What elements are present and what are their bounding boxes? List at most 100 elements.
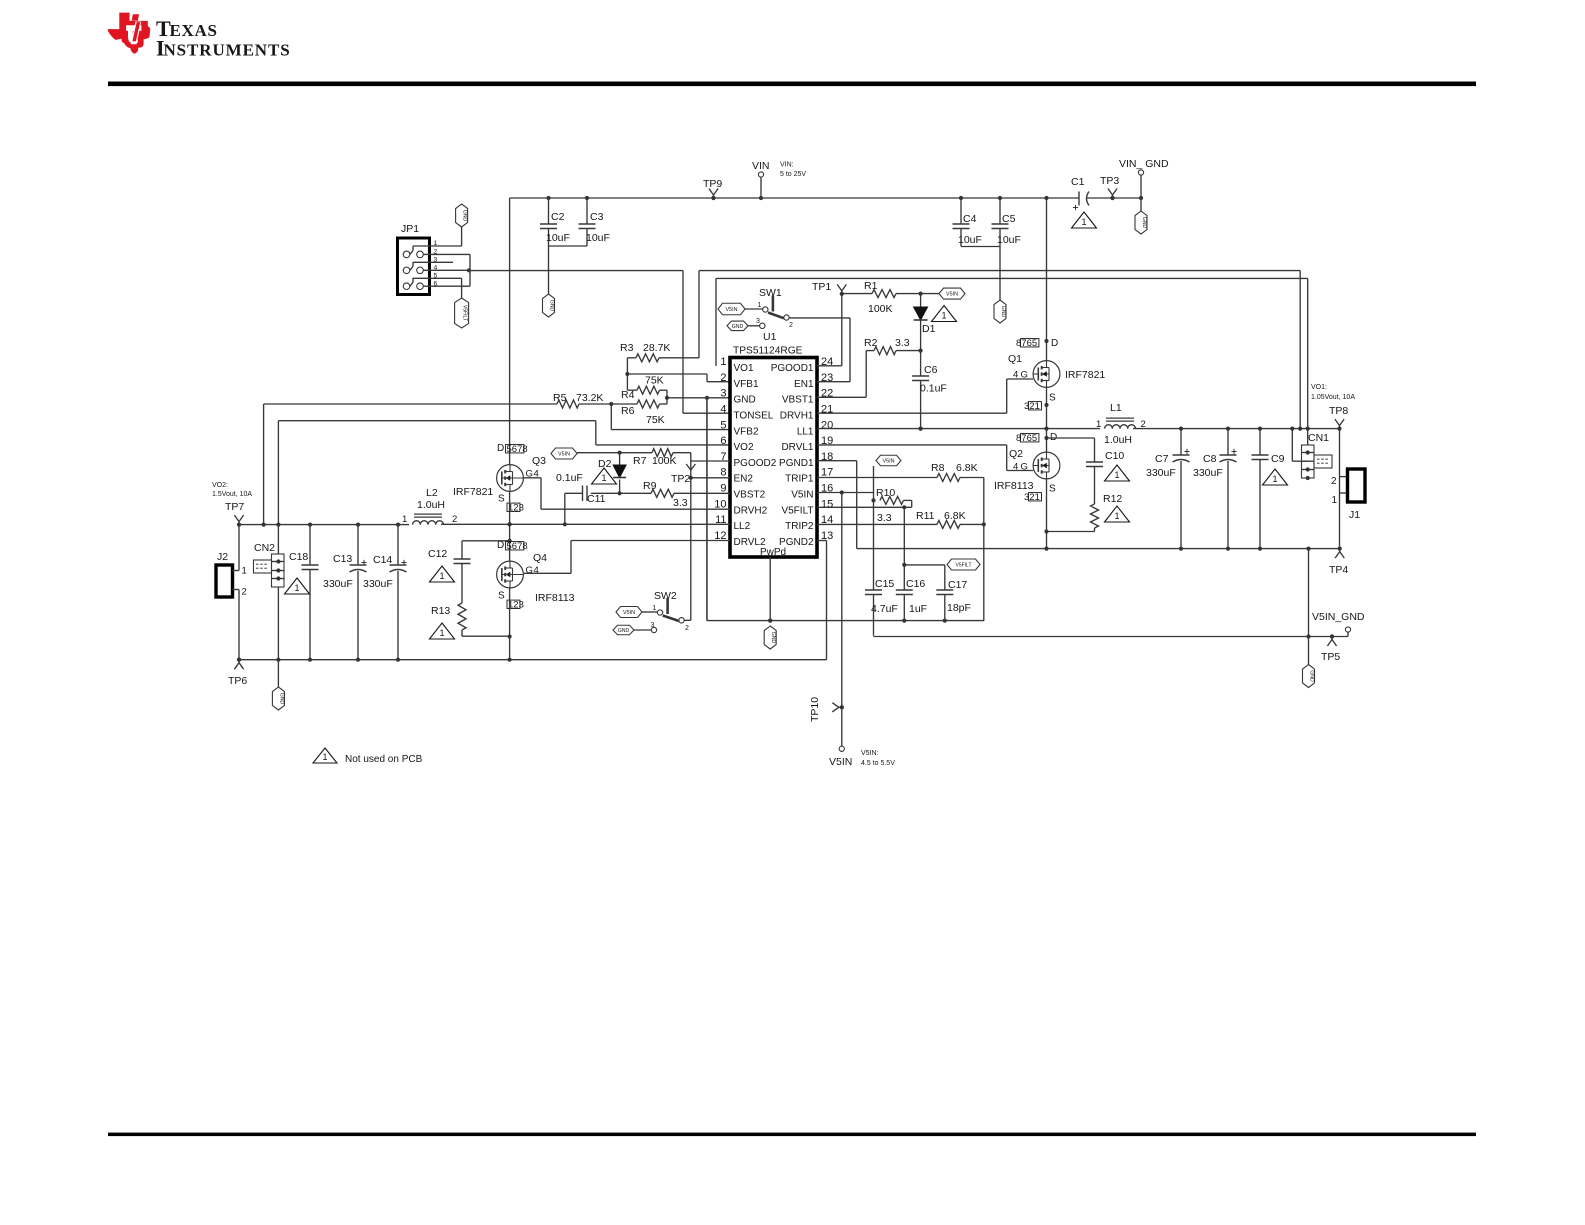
svg-text:G: G <box>526 469 533 480</box>
svg-text:R8: R8 <box>931 462 945 474</box>
svg-text:SW2: SW2 <box>654 590 677 602</box>
svg-text:EXAS: EXAS <box>170 21 218 40</box>
svg-text:TP10: TP10 <box>809 697 821 722</box>
svg-text:330uF: 330uF <box>323 578 353 590</box>
svg-text:GND: GND <box>548 300 554 312</box>
svg-text:4.5 to 5.5V: 4.5 to 5.5V <box>861 760 895 767</box>
svg-text:20: 20 <box>821 419 833 431</box>
svg-text:EN2: EN2 <box>734 474 754 485</box>
svg-text:1: 1 <box>720 356 726 368</box>
svg-text:4: 4 <box>534 469 539 480</box>
svg-text:1uF: 1uF <box>909 603 927 615</box>
svg-text:VBST2: VBST2 <box>734 490 766 501</box>
svg-text:VO1:: VO1: <box>1311 384 1327 391</box>
svg-text:12: 12 <box>714 530 726 542</box>
svg-text:C3: C3 <box>590 211 604 223</box>
svg-text:V5FILT: V5FILT <box>781 505 813 516</box>
svg-text:4: 4 <box>720 404 726 416</box>
svg-text:G: G <box>1021 370 1028 381</box>
svg-text:1: 1 <box>1272 474 1277 484</box>
svg-text:4: 4 <box>1013 462 1018 473</box>
svg-text:17: 17 <box>821 467 833 479</box>
svg-text:TPS51124RGE: TPS51124RGE <box>733 346 803 357</box>
svg-text:R5: R5 <box>553 392 567 404</box>
svg-text:LL1: LL1 <box>797 426 814 437</box>
svg-text:CN2: CN2 <box>254 542 275 554</box>
svg-text:3.3: 3.3 <box>895 337 910 349</box>
svg-text:TP4: TP4 <box>1329 564 1348 576</box>
svg-text:T: T <box>156 16 171 41</box>
svg-text:R11: R11 <box>916 510 935 522</box>
svg-text:0.1uF: 0.1uF <box>556 472 583 484</box>
svg-text:R3: R3 <box>620 342 634 354</box>
svg-text:C18: C18 <box>289 551 308 563</box>
svg-text:1: 1 <box>653 605 657 612</box>
svg-text:28.7K: 28.7K <box>643 342 670 354</box>
svg-text:1: 1 <box>434 240 438 247</box>
svg-text:1: 1 <box>758 302 762 309</box>
svg-text:0.1uF: 0.1uF <box>920 383 947 395</box>
svg-text:C13: C13 <box>333 553 352 565</box>
svg-text:VO1: VO1 <box>734 363 754 374</box>
svg-text:C16: C16 <box>906 578 925 590</box>
svg-text:100K: 100K <box>868 303 893 315</box>
svg-text:1: 1 <box>322 752 327 762</box>
svg-text:PGND2: PGND2 <box>779 537 814 548</box>
svg-text:S: S <box>1049 393 1056 404</box>
svg-text:321: 321 <box>1024 401 1040 412</box>
svg-text:C10: C10 <box>1105 450 1124 462</box>
svg-text:8765: 8765 <box>1016 338 1037 349</box>
svg-text:3: 3 <box>720 388 726 400</box>
svg-text:D: D <box>1051 338 1058 349</box>
svg-text:19: 19 <box>821 435 833 447</box>
svg-text:C17: C17 <box>948 579 967 591</box>
svg-text:TP6: TP6 <box>228 675 247 687</box>
svg-text:D1: D1 <box>922 323 936 335</box>
svg-text:TRIP1: TRIP1 <box>785 474 814 485</box>
svg-text:10uF: 10uF <box>997 234 1021 246</box>
svg-text:GND: GND <box>462 210 468 222</box>
svg-text:3: 3 <box>651 622 655 629</box>
svg-text:VIN_ GND: VIN_ GND <box>1119 158 1169 170</box>
svg-text:R10: R10 <box>876 487 895 499</box>
svg-text:IRF7821: IRF7821 <box>453 486 493 498</box>
svg-text:2: 2 <box>242 587 247 598</box>
svg-text:C4: C4 <box>963 213 977 225</box>
svg-text:D: D <box>497 443 504 454</box>
svg-text:GND: GND <box>734 395 756 406</box>
svg-text:Q1: Q1 <box>1008 353 1022 365</box>
svg-text:DRVL2: DRVL2 <box>734 537 766 548</box>
svg-text:DRVH2: DRVH2 <box>734 505 768 516</box>
svg-text:2: 2 <box>452 514 457 525</box>
svg-text:D: D <box>497 540 504 551</box>
svg-text:1: 1 <box>439 628 444 638</box>
svg-text:3.3: 3.3 <box>673 497 688 509</box>
svg-text:1.0uH: 1.0uH <box>1104 434 1132 446</box>
svg-text:PwPd: PwPd <box>760 547 786 558</box>
svg-text:TRIP2: TRIP2 <box>785 521 814 532</box>
svg-text:10uF: 10uF <box>546 232 570 244</box>
svg-text:GND: GND <box>1000 306 1006 318</box>
svg-text:2: 2 <box>434 249 438 256</box>
svg-text:GND: GND <box>1308 670 1314 682</box>
svg-text:R4: R4 <box>621 389 635 401</box>
svg-text:GND: GND <box>732 324 744 330</box>
svg-text:GND: GND <box>278 693 284 705</box>
svg-text:1: 1 <box>601 473 606 483</box>
svg-text:330uF: 330uF <box>363 578 393 590</box>
svg-text:IRF7821: IRF7821 <box>1065 369 1105 381</box>
svg-text:1.05Vout, 10A: 1.05Vout, 10A <box>1311 394 1355 401</box>
svg-text:75K: 75K <box>646 414 665 426</box>
svg-text:R12: R12 <box>1103 493 1122 505</box>
svg-text:GND: GND <box>618 628 630 634</box>
svg-text:V5IN: V5IN <box>726 307 738 313</box>
svg-text:IRF8113: IRF8113 <box>535 592 575 604</box>
svg-text:R1: R1 <box>864 280 878 292</box>
svg-text:NSTRUMENTS: NSTRUMENTS <box>164 41 291 60</box>
svg-text:C9: C9 <box>1271 453 1285 465</box>
svg-text:4: 4 <box>434 265 438 272</box>
svg-text:7: 7 <box>720 451 726 463</box>
svg-text:R13: R13 <box>431 605 450 617</box>
svg-text:1: 1 <box>1114 470 1119 480</box>
svg-text:V5IN: V5IN <box>829 756 852 768</box>
